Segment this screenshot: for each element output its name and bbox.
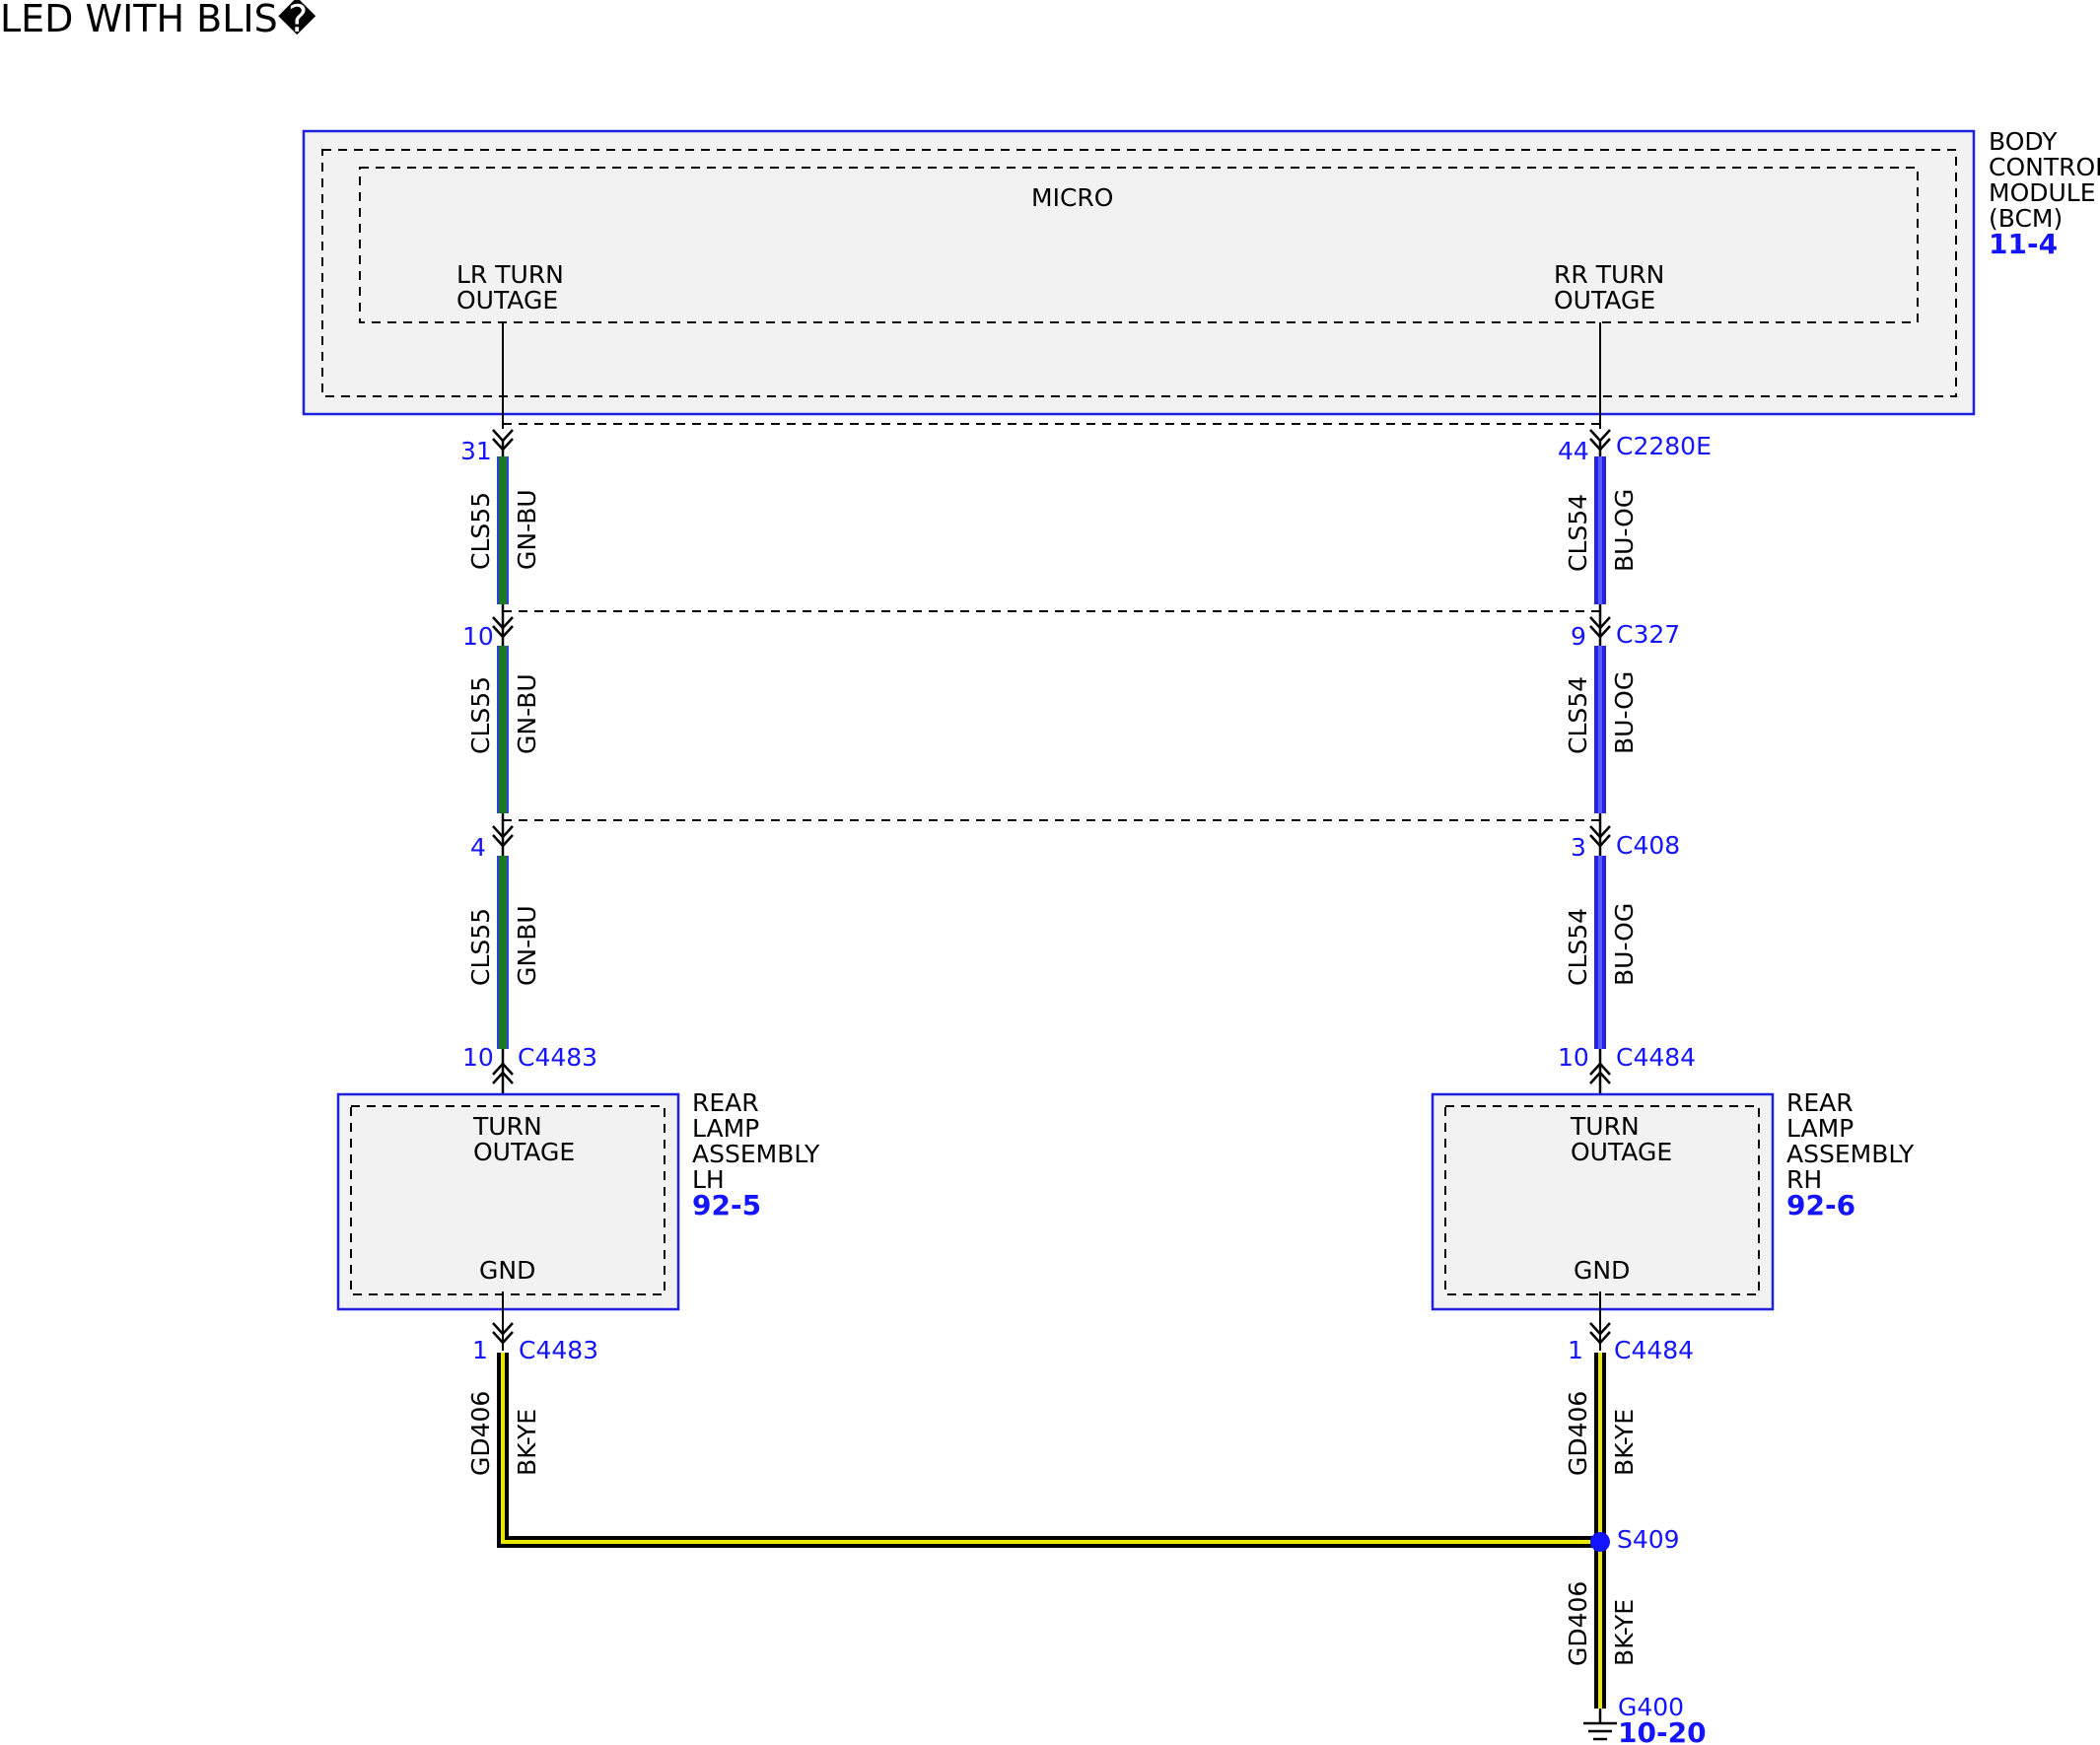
lr-outage-label: OUTAGE bbox=[456, 286, 558, 314]
splice-s409-dot[interactable] bbox=[1590, 1532, 1610, 1552]
connector-c2280e-icon bbox=[1589, 429, 1611, 456]
ground-left-color-label: BK-YE bbox=[513, 1409, 541, 1476]
lamp-rh-gnd-label: GND bbox=[1574, 1256, 1630, 1285]
ground-g400-label[interactable]: G400 bbox=[1618, 1693, 1684, 1721]
bcm-name-4: (BCM) bbox=[1989, 204, 2063, 233]
connector-c327-icon bbox=[1589, 604, 1611, 646]
connector-c408-label[interactable]: C408 bbox=[1616, 831, 1680, 860]
right-wire-seg-3[interactable] bbox=[1594, 856, 1606, 1049]
left-color-label-3: GN-BU bbox=[513, 905, 541, 986]
bcm-inner-dashed bbox=[321, 149, 1957, 397]
right-circuit-label-2: CLS54 bbox=[1564, 676, 1592, 754]
bcm-outline bbox=[302, 129, 1976, 416]
rr-turn-label: RR TURN bbox=[1554, 260, 1664, 289]
ground-left-circuit-label: GD406 bbox=[466, 1391, 495, 1476]
right-pin-9: 9 bbox=[1571, 622, 1586, 651]
connector-c2280e-label[interactable]: C2280E bbox=[1616, 432, 1712, 460]
connector-c4483-top-icon bbox=[492, 1049, 514, 1094]
lamp-rh-name-4: RH bbox=[1786, 1165, 1822, 1194]
left-circuit-label-3: CLS55 bbox=[466, 908, 495, 986]
left-pin-31: 31 bbox=[460, 437, 492, 465]
lamp-lh-name-1: REAR bbox=[692, 1088, 759, 1117]
left-wire-chain: 31 10 4 10 C4483 CLS55 GN-BU CLS55 GN-BU… bbox=[460, 429, 597, 1094]
lamp-lh-name-2: LAMP bbox=[692, 1114, 759, 1143]
bcm-name-1: BODY bbox=[1989, 127, 2058, 156]
lamp-lh-name-3: ASSEMBLY bbox=[692, 1140, 820, 1168]
bcm-name-2: CONTROL bbox=[1989, 153, 2100, 181]
connector-c4484-bottom-icon bbox=[1589, 1322, 1611, 1345]
right-wire-seg-1[interactable] bbox=[1594, 456, 1606, 604]
connector-left-10-icon bbox=[492, 604, 514, 646]
ground-g400-color-label: BK-YE bbox=[1610, 1599, 1639, 1666]
left-color-label-1: GN-BU bbox=[513, 489, 541, 570]
lamp-rh-outline bbox=[1431, 1092, 1775, 1311]
ground-right-circuit-label: GD406 bbox=[1564, 1391, 1592, 1476]
lamp-rh-turn-label: TURN bbox=[1570, 1112, 1640, 1141]
lamp-lh-gnd-pin: 1 bbox=[472, 1336, 488, 1364]
micro-label: MICRO bbox=[1031, 183, 1113, 212]
diagram-title: LED WITH BLIS� bbox=[0, 0, 316, 40]
right-circuit-label-3: CLS54 bbox=[1564, 908, 1592, 986]
ground-wire-left[interactable] bbox=[497, 1353, 1600, 1548]
connector-c408-icon bbox=[1589, 813, 1611, 856]
lamp-rh-name-1: REAR bbox=[1786, 1088, 1854, 1117]
right-pin-3: 3 bbox=[1571, 833, 1586, 862]
connector-left-31-icon bbox=[492, 429, 514, 456]
ground-circuit: S409 1 C4483 1 C4484 GD406 BK-YE GD406 B… bbox=[466, 1291, 1707, 1745]
micro-dashed bbox=[359, 167, 1919, 323]
connector-c4484-top-icon bbox=[1589, 1049, 1611, 1094]
lamp-rh-outage-label: OUTAGE bbox=[1571, 1138, 1672, 1166]
right-pin-44: 44 bbox=[1558, 437, 1589, 465]
left-wire-seg-3[interactable] bbox=[497, 856, 509, 1049]
lamp-rh-page-ref[interactable]: 92-6 bbox=[1786, 1189, 1855, 1222]
bcm-page-ref[interactable]: 11-4 bbox=[1989, 228, 2058, 260]
right-wire-chain: 44 9 3 10 C2280E C327 C408 C4484 CLS54 B… bbox=[1558, 429, 1712, 1094]
right-color-label-1: BU-OG bbox=[1610, 489, 1639, 572]
splice-s409-label[interactable]: S409 bbox=[1617, 1525, 1680, 1554]
lamp-rh-module: TURN OUTAGE GND REAR LAMP ASSEMBLY RH 92… bbox=[1431, 1088, 1915, 1311]
left-pin-10: 10 bbox=[462, 622, 494, 651]
ground-right-color-label: BK-YE bbox=[1610, 1409, 1639, 1476]
lamp-rh-gnd-connector[interactable]: C4484 bbox=[1614, 1336, 1694, 1364]
connector-c4483-bottom-icon bbox=[492, 1322, 514, 1345]
lamp-lh-outline bbox=[336, 1092, 680, 1311]
left-color-label-2: GN-BU bbox=[513, 673, 541, 754]
right-color-label-2: BU-OG bbox=[1610, 671, 1639, 754]
lamp-lh-gnd-connector[interactable]: C4483 bbox=[519, 1336, 598, 1364]
ground-g400-circuit-label: GD406 bbox=[1564, 1581, 1592, 1666]
ground-page-ref[interactable]: 10-20 bbox=[1618, 1716, 1707, 1745]
lamp-lh-page-ref[interactable]: 92-5 bbox=[692, 1189, 761, 1222]
connector-left-4-icon bbox=[492, 813, 514, 856]
right-color-label-3: BU-OG bbox=[1610, 903, 1639, 986]
right-pin-10-bottom: 10 bbox=[1558, 1043, 1589, 1072]
right-circuit-label-1: CLS54 bbox=[1564, 494, 1592, 572]
right-wire-seg-2[interactable] bbox=[1594, 646, 1606, 813]
left-wire-seg-2[interactable] bbox=[497, 646, 509, 813]
left-wire-seg-1[interactable] bbox=[497, 456, 509, 604]
left-circuit-label-1: CLS55 bbox=[466, 492, 495, 570]
lamp-lh-outage-label: OUTAGE bbox=[473, 1138, 575, 1166]
bcm-module: MICRO LR TURN OUTAGE RR TURN OUTAGE BODY… bbox=[302, 127, 2100, 416]
connector-c327-label[interactable]: C327 bbox=[1616, 620, 1680, 649]
lamp-rh-name-2: LAMP bbox=[1786, 1114, 1854, 1143]
lr-turn-label: LR TURN bbox=[456, 260, 564, 289]
lamp-lh-module: TURN OUTAGE GND REAR LAMP ASSEMBLY LH 92… bbox=[336, 1088, 820, 1311]
ground-symbol-icon bbox=[1583, 1709, 1617, 1741]
left-pin-10-bottom: 10 bbox=[462, 1043, 494, 1072]
connector-c4483-label[interactable]: C4483 bbox=[518, 1043, 597, 1072]
lamp-rh-gnd-pin: 1 bbox=[1568, 1336, 1583, 1364]
bcm-name-3: MODULE bbox=[1989, 178, 2096, 207]
lamp-lh-turn-label: TURN bbox=[472, 1112, 542, 1141]
left-circuit-label-2: CLS55 bbox=[466, 676, 495, 754]
lamp-rh-name-3: ASSEMBLY bbox=[1786, 1140, 1915, 1168]
left-pin-4: 4 bbox=[470, 833, 486, 862]
lamp-lh-gnd-label: GND bbox=[479, 1256, 535, 1285]
lamp-lh-name-4: LH bbox=[692, 1165, 725, 1194]
connector-c4484-label[interactable]: C4484 bbox=[1616, 1043, 1696, 1072]
rr-outage-label: OUTAGE bbox=[1554, 286, 1655, 314]
